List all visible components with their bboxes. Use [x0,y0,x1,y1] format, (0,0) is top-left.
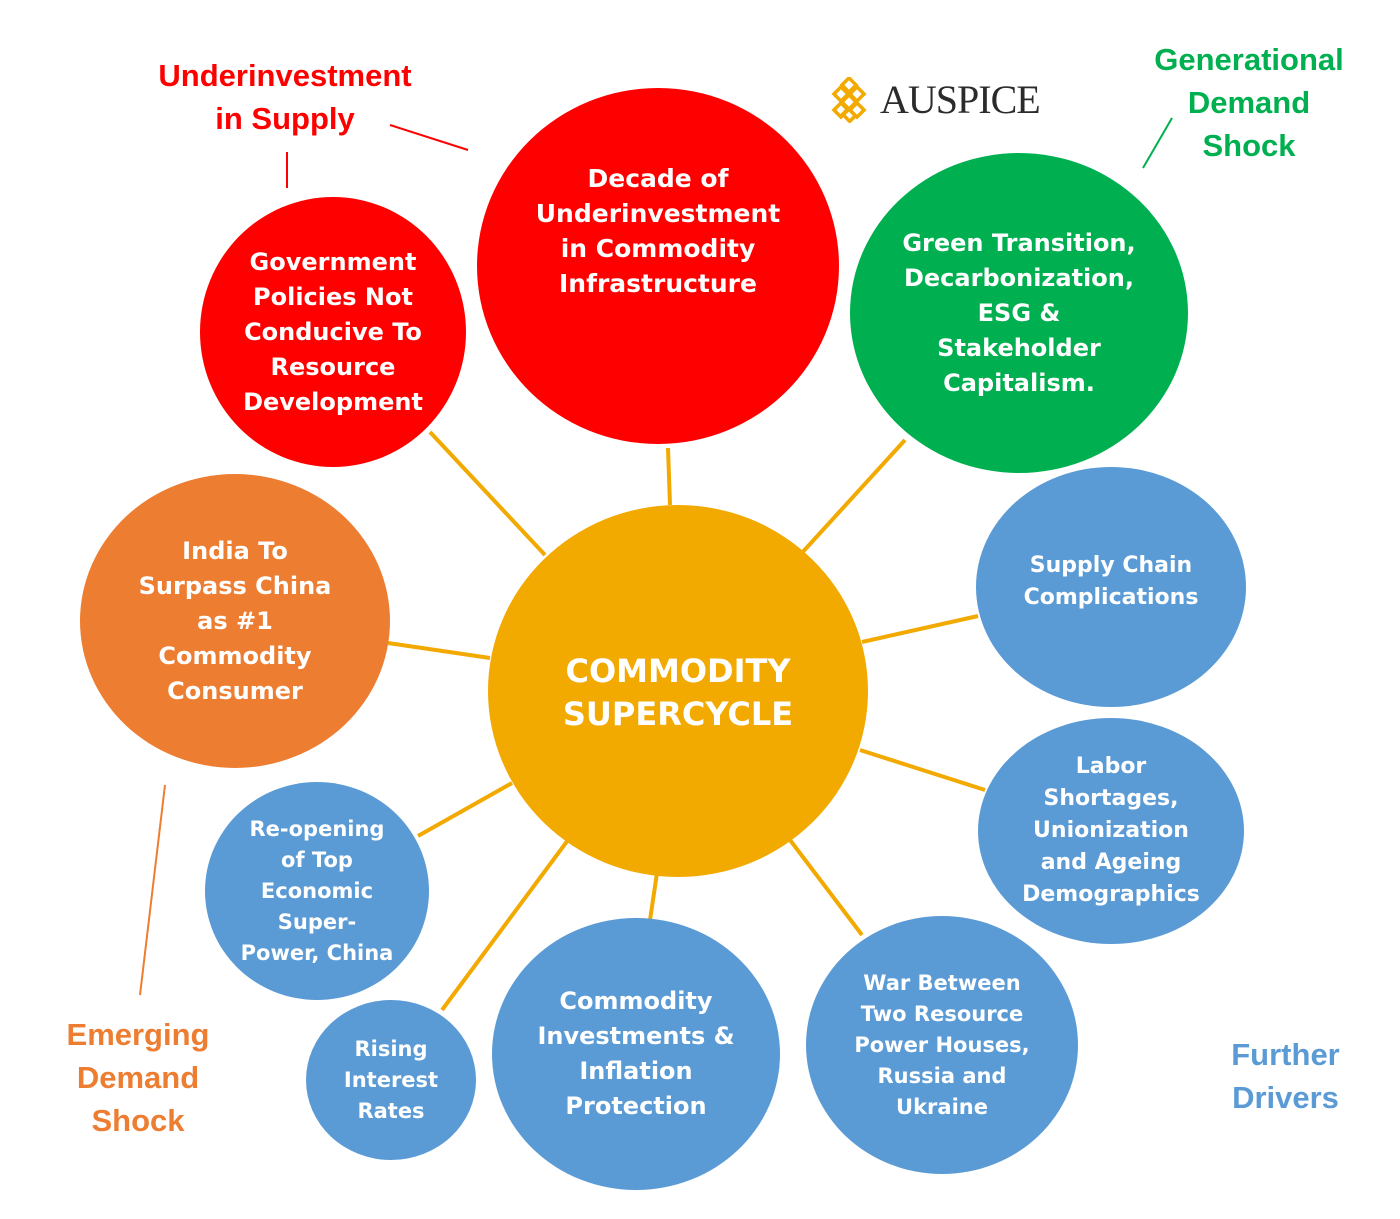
node-decade-underinvestment-text: Decade of Underinvestment in Commodity I… [535,164,781,298]
node-government-policies-text: Government Policies Not Conducive To Res… [243,247,423,416]
node-commodity-investments: Commodity Investments & Inflation Protec… [492,918,780,1190]
node-war-text: War Between Two Resource Power Houses, R… [854,970,1030,1119]
node-war: War Between Two Resource Power Houses, R… [806,916,1078,1174]
spoke-investments [648,872,659,921]
node-labor-shortages-text: Labor Shortages, Unionization and Ageing… [1022,754,1200,907]
logo-text: AUSPICE [880,77,1041,122]
spoke-reopening [417,781,513,838]
spoke-rising-rates [440,838,570,1012]
spoke-supply-chain [861,614,979,644]
node-green-transition: Green Transition, Decarbonization, ESG &… [850,153,1188,473]
node-supply-chain: Supply Chain Complications [976,467,1246,707]
node-commodity-investments-text: Commodity Investments & Inflation Protec… [537,987,735,1120]
leader-generational [1142,117,1173,169]
knot-icon [831,76,867,123]
group-label-emerging: Emerging Demand Shock [66,1017,210,1138]
spoke-government [428,430,547,557]
spoke-india [387,641,491,660]
node-reopening-china: Re-opening of Top Economic Super- Power,… [205,782,429,1000]
center-commodity-supercycle: COMMODITY SUPERCYCLE [488,505,868,877]
group-label-supply: Underinvestment in Supply [158,58,412,136]
node-rising-rates: Rising Interest Rates [306,1000,476,1160]
spoke-war [788,838,864,937]
center-text: COMMODITY SUPERCYCLE [562,652,794,733]
auspice-logo: AUSPICE [828,76,1041,123]
node-labor-shortages: Labor Shortages, Unionization and Ageing… [978,718,1244,944]
leader-emerging [139,784,166,996]
node-india-china: India To Surpass China as #1 Commodity C… [80,474,390,768]
spoke-green [798,438,907,557]
node-india-china-text: India To Surpass China as #1 Commodity C… [138,536,332,705]
group-label-generational: Generational Demand Shock [1154,42,1344,163]
node-supply-chain-text: Supply Chain Complications [1023,553,1199,610]
spoke-labor [859,748,986,792]
node-reopening-china-text: Re-opening of Top Economic Super- Power,… [240,816,394,965]
node-government-policies: Government Policies Not Conducive To Res… [200,197,466,467]
node-green-transition-text: Green Transition, Decarbonization, ESG &… [902,228,1136,397]
spoke-decade [666,447,672,506]
node-rising-rates-text: Rising Interest Rates [343,1036,439,1123]
leader-supply-right [389,124,469,151]
node-decade-underinvestment: Decade of Underinvestment in Commodity I… [477,88,839,444]
group-label-further: Further Drivers [1231,1037,1340,1115]
